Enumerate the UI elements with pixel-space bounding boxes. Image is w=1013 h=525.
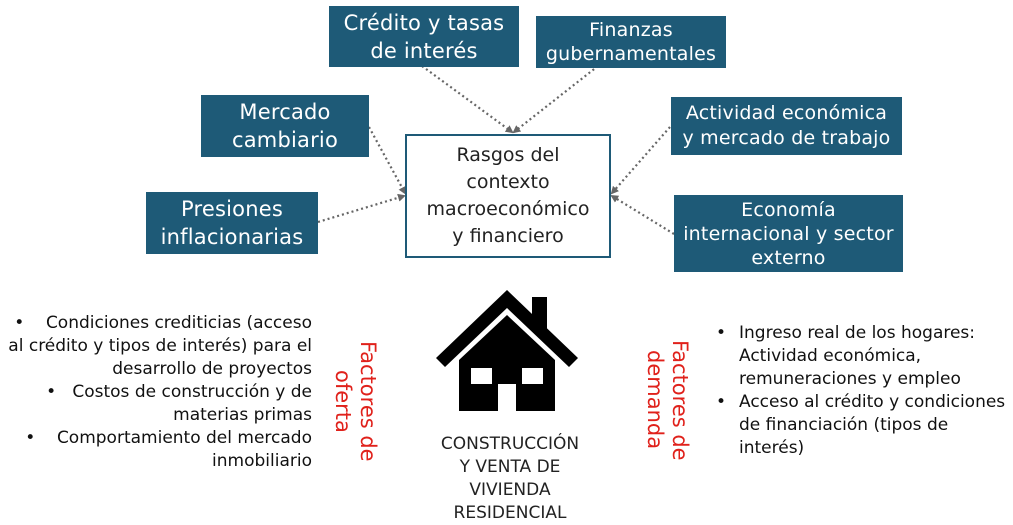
bullet: • <box>46 382 73 402</box>
arrow-inflation <box>317 193 406 224</box>
demand-item: Acceso al crédito y condiciones de finan… <box>712 391 1012 460</box>
bullet: • <box>25 428 57 448</box>
house-icon <box>436 290 578 411</box>
supply-item: • Comportamiento del mercado inmobiliari… <box>25 428 312 471</box>
demand-item: Ingreso real de los hogares: Actividad e… <box>712 322 1012 391</box>
credit-box: Crédito y tasas de interés <box>329 6 519 67</box>
government-box: Finanzas gubernamentales <box>536 16 726 68</box>
demand-factors-list: Ingreso real de los hogares: Actividad e… <box>712 322 1012 460</box>
supply-factors-list: • Condiciones crediticias (acceso al cré… <box>6 312 312 473</box>
arrow-international <box>610 194 675 235</box>
arrow-credit <box>421 65 514 134</box>
exchange-box: Mercado cambiario <box>201 95 369 157</box>
bullet: • <box>14 313 46 333</box>
international-box: Economía internacional y sector externo <box>674 195 903 272</box>
inflation-box: Presiones inflacionarias <box>146 192 318 254</box>
arrow-exchange <box>368 126 406 195</box>
demand-factors-title: Factores de demanda <box>643 339 692 461</box>
house-caption: CONSTRUCCIÓN Y VENTA DE VIVIENDA RESIDEN… <box>440 434 580 523</box>
supply-item: • Costos de construcción y de materias p… <box>46 382 312 425</box>
activity-box: Actividad económica y mercado de trabajo <box>671 97 902 155</box>
arrow-government <box>512 65 599 134</box>
supply-factors-title: Factores de oferta <box>331 340 380 462</box>
supply-item: • Condiciones crediticias (acceso al cré… <box>8 313 312 379</box>
macro-context-box: Rasgos del contexto macroeconómico y fin… <box>405 134 611 258</box>
arrow-activity <box>610 126 671 195</box>
